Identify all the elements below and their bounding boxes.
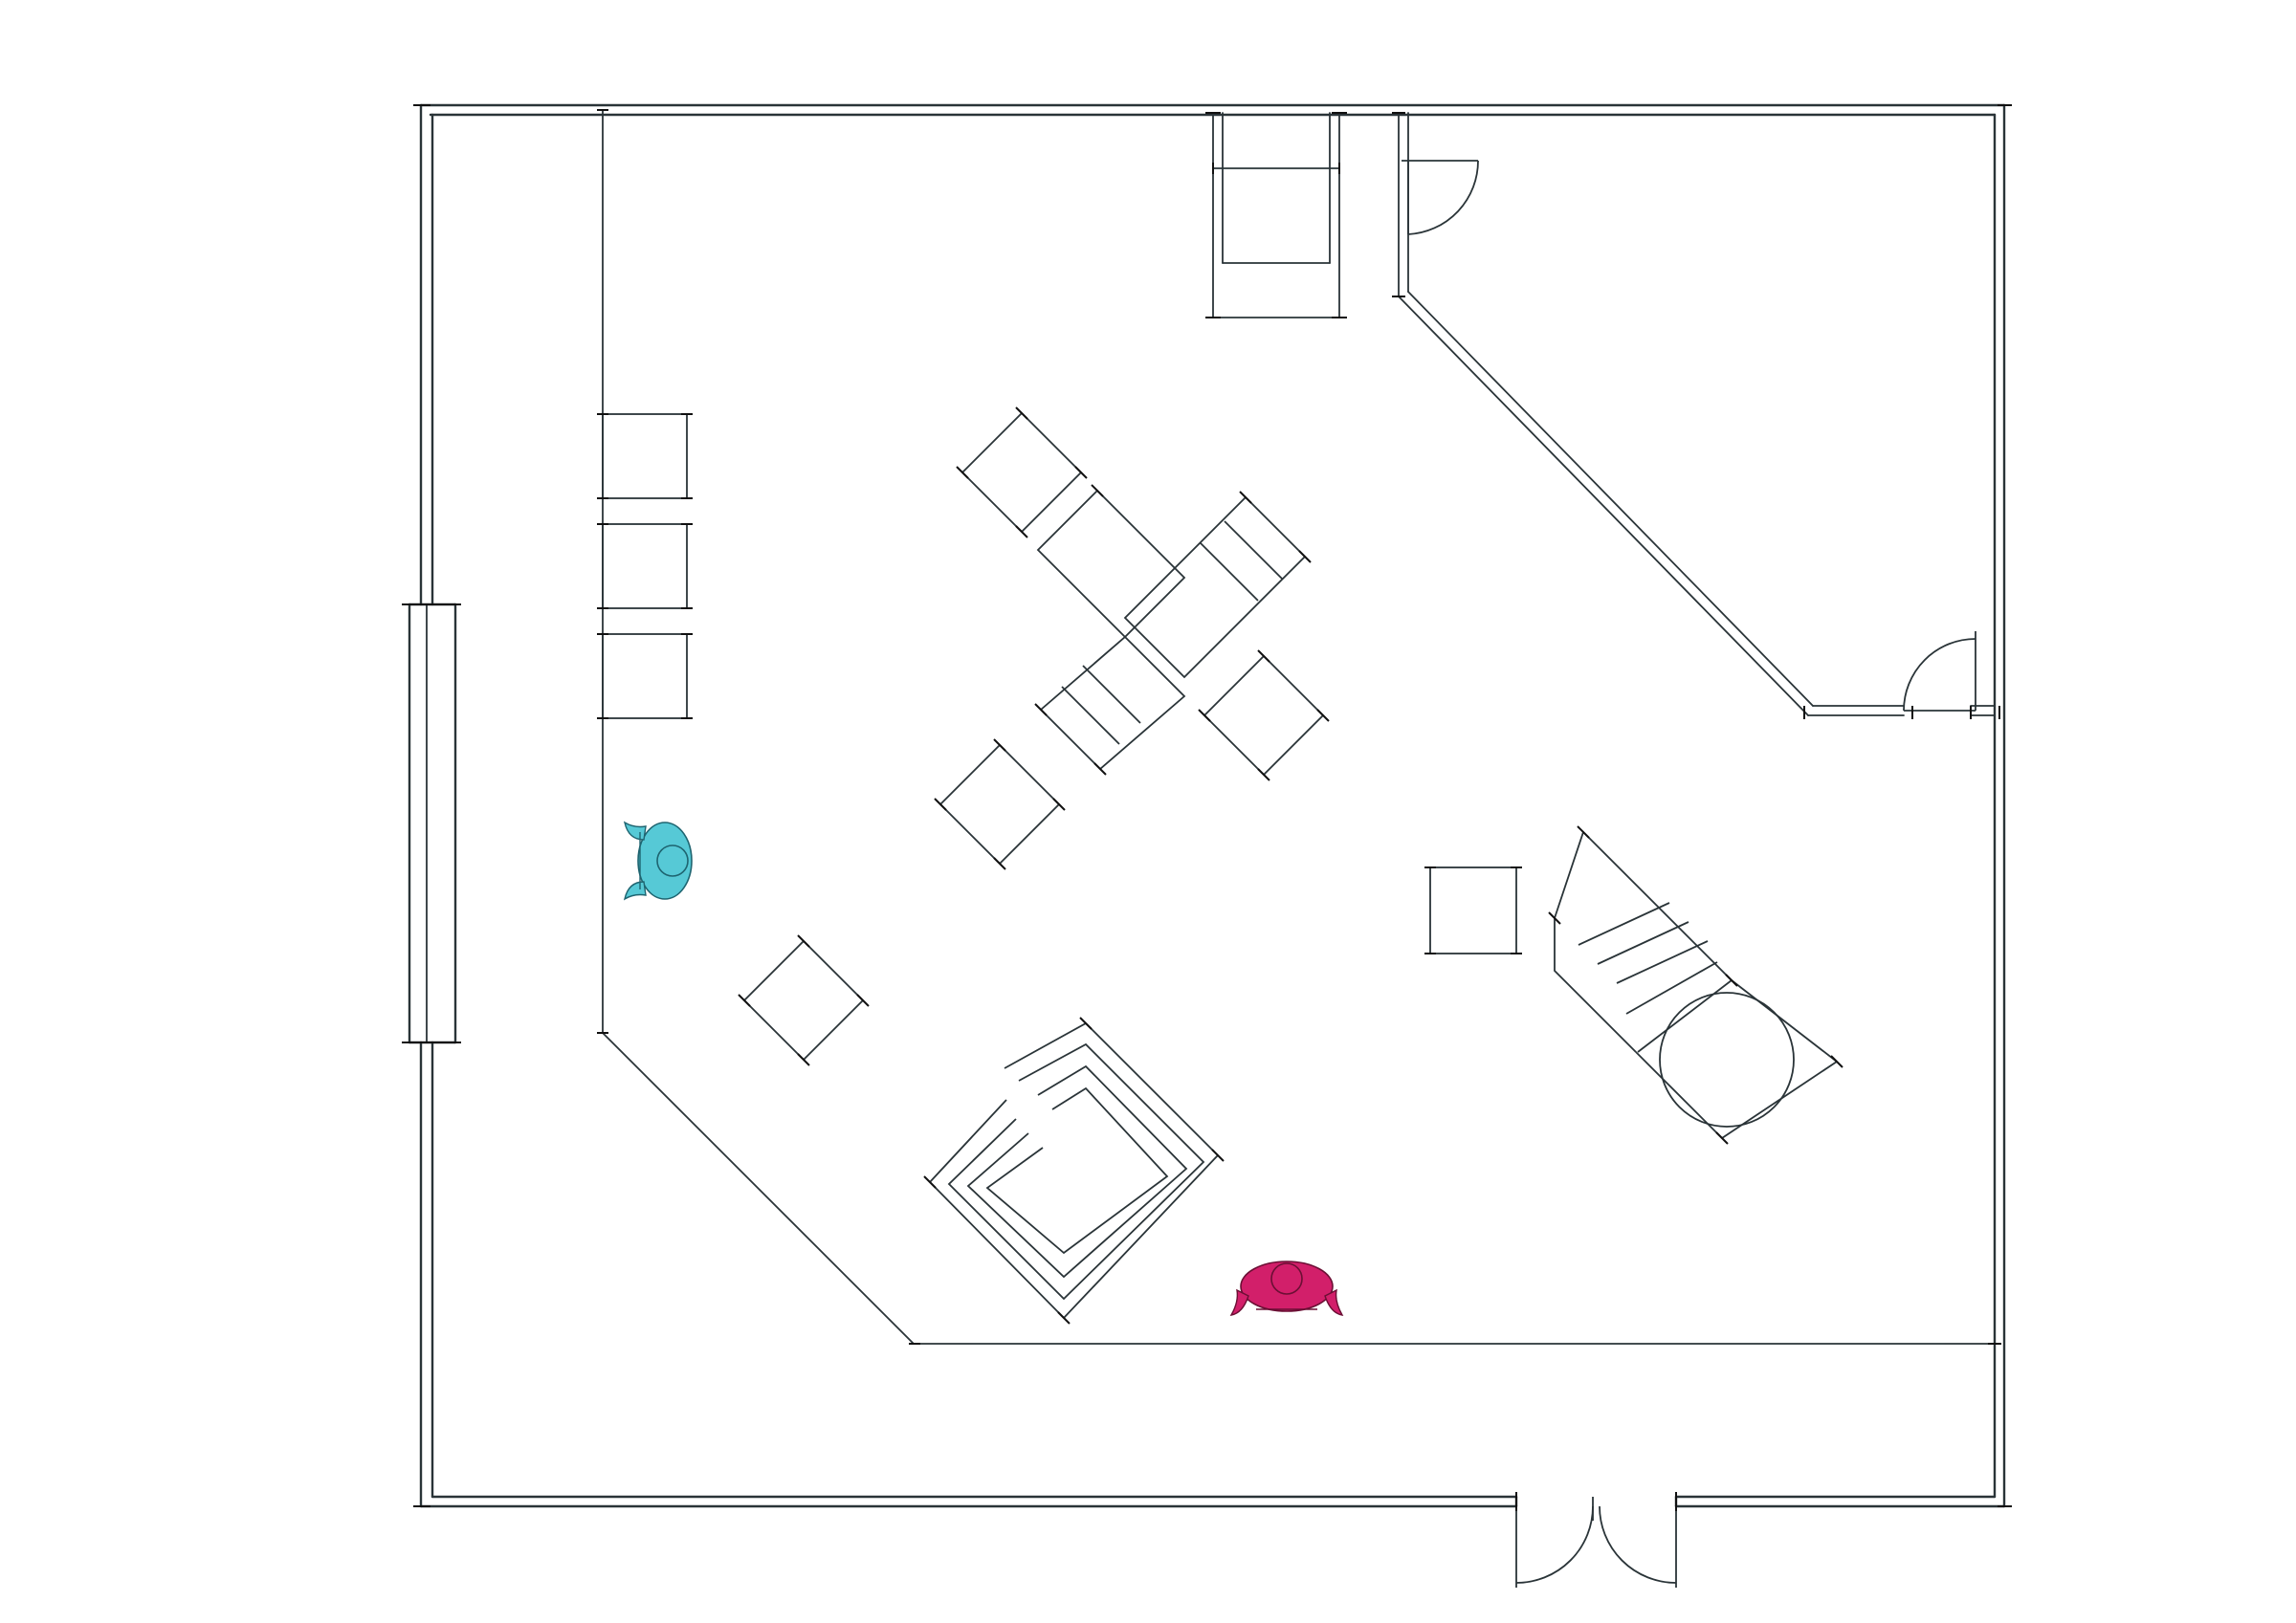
left-shelves: [602, 413, 688, 719]
tick-marks: [402, 104, 2012, 1511]
interior-walls: [602, 109, 1996, 1345]
u-shaped-counter: [928, 1021, 1220, 1320]
teal-person-figure: [623, 821, 693, 901]
round-table-stand: [1554, 830, 1838, 1139]
left-window: [408, 603, 457, 1044]
square-table-right: [1429, 866, 1517, 954]
square-table-left: [742, 939, 865, 1062]
central-cross-display: [938, 411, 1325, 866]
person-topview-icon: [623, 821, 693, 901]
outer-walls: [419, 103, 2006, 1508]
door-right: [1903, 631, 1976, 712]
person-topview-icon: [1229, 1261, 1344, 1316]
door-entrance: [1515, 1497, 1677, 1588]
magenta-person-figure: [1229, 1261, 1344, 1316]
door-top: [1402, 160, 1479, 235]
top-shelf-unit: [1212, 112, 1340, 318]
